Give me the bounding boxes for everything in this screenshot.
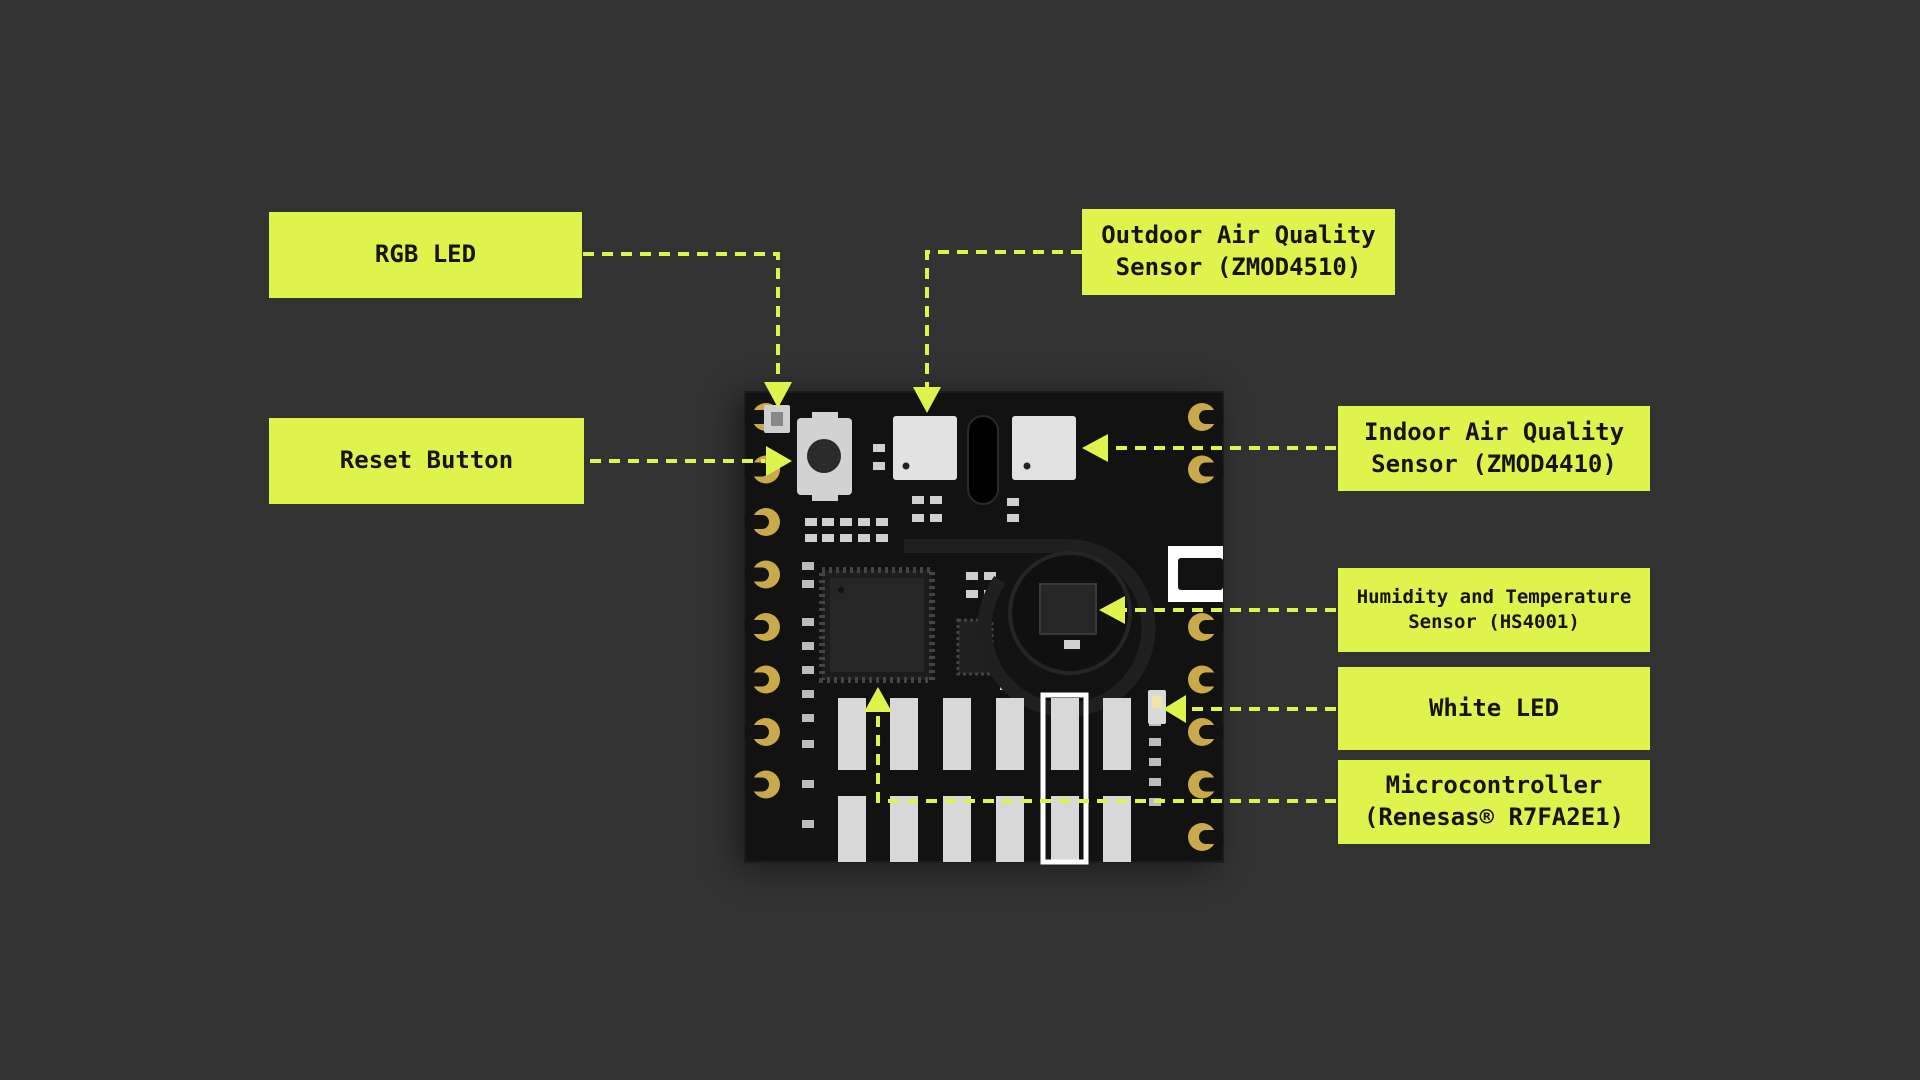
- solder-pad: [943, 698, 971, 770]
- microcontroller-component: [819, 567, 935, 683]
- solder-pad: [890, 698, 918, 770]
- rgb-led-component: [764, 405, 790, 433]
- castellated-pad: [1188, 823, 1223, 851]
- reset-button-component: [797, 412, 852, 501]
- castellated-pad: [1188, 403, 1223, 431]
- solder-pad: [1051, 796, 1079, 862]
- castellated-pad: [1188, 665, 1223, 694]
- connector-arrows: [764, 382, 1186, 723]
- solder-pad: [1051, 698, 1079, 770]
- right-pads: [1188, 403, 1223, 851]
- solder-pad: [996, 698, 1024, 770]
- solder-pad: [1103, 796, 1131, 862]
- white-led-label: White LED: [1338, 667, 1650, 750]
- board-slot: [967, 415, 999, 505]
- pcb-board: [744, 391, 1224, 865]
- castellated-pad: [1188, 718, 1223, 746]
- solder-pad: [838, 698, 866, 770]
- castellated-pad: [1188, 613, 1223, 641]
- castellated-pad: [745, 718, 780, 746]
- castellated-pad: [745, 613, 780, 641]
- solder-pad: [943, 796, 971, 862]
- indoor-sensor-label: Indoor Air Quality Sensor (ZMOD4410): [1338, 406, 1650, 491]
- solder-pad: [1103, 698, 1131, 770]
- humidity-sensor-label: Humidity and Temperature Sensor (HS4001): [1338, 568, 1650, 652]
- indoor-sensor-component: [1012, 416, 1076, 480]
- castellated-pad: [1188, 455, 1223, 484]
- microcontroller-label: Microcontroller (Renesas® R7FA2E1): [1338, 760, 1650, 844]
- reset-button-label: Reset Button: [269, 418, 584, 504]
- solder-pad: [838, 796, 866, 862]
- white-led-component: [1148, 690, 1166, 724]
- outdoor-sensor-label: Outdoor Air Quality Sensor (ZMOD4510): [1082, 209, 1395, 295]
- solder-pad: [890, 796, 918, 862]
- outdoor-sensor-component: [893, 416, 957, 480]
- castellated-pad: [1188, 770, 1223, 799]
- castellated-pad: [745, 665, 780, 694]
- connector-lines: [583, 250, 1336, 803]
- solder-pad: [996, 796, 1024, 862]
- castellated-pad: [745, 508, 780, 536]
- castellated-pad: [745, 770, 780, 799]
- castellated-pad: [745, 560, 780, 589]
- bottom-pad-grid: [838, 698, 1131, 862]
- rgb-led-label: RGB LED: [269, 212, 582, 298]
